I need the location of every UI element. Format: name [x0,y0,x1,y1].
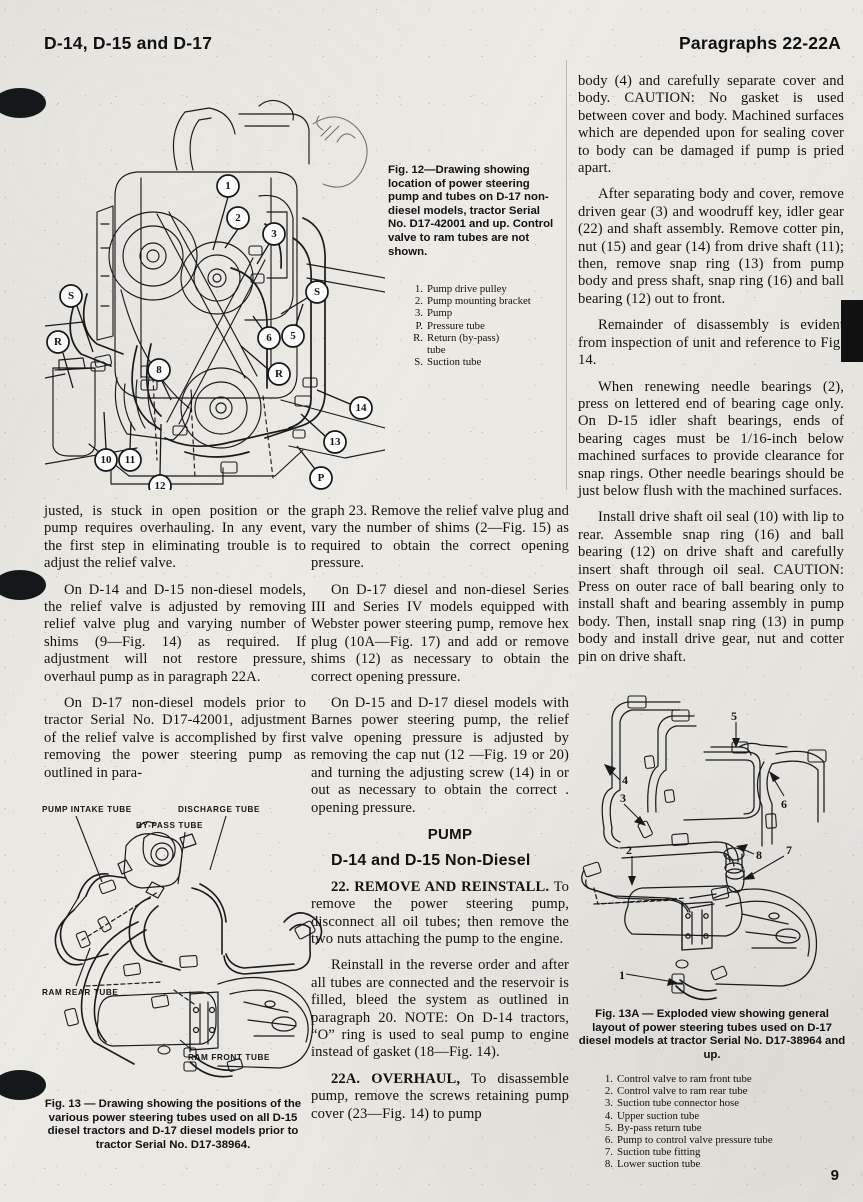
figure-13-drawing: PUMP INTAKE TUBE DISCHARGE TUBE BY-PASS … [40,798,330,1088]
paragraph-number-22a: 22A. OVERHAUL, [331,1070,461,1087]
paragraph-number-22: 22. REMOVE AND REINSTALL. [331,878,550,895]
figure-13a-callout-3: 3 [620,791,626,805]
figure-13-label-by-pass: BY-PASS TUBE [136,821,203,830]
page-title-left: D-14, D-15 and D-17 [44,33,213,53]
paragraph: 22. REMOVE AND REINSTALL. To remove the … [311,878,569,947]
column-divider [566,60,567,490]
svg-text:10: 10 [101,454,113,466]
sub-heading-models: D-14 and D-15 Non-Diesel [331,852,531,870]
figure-13a-legend: 1.Control valve to ram front tube 2.Cont… [598,1073,848,1171]
paragraph: Install drive shaft oil seal (10) with l… [578,509,844,665]
svg-text:5: 5 [290,330,296,342]
paragraph: On D-15 and D-17 diesel models with Barn… [311,695,569,816]
figure-13a-callout-8: 8 [756,848,762,862]
figure-13a-callout-4: 4 [622,773,628,787]
list-item: 1.Pump drive pulley [414,283,507,295]
paragraph: justed, is stuck in open position or the… [44,503,306,572]
figure-13a-callout-2: 2 [626,843,632,857]
page-title-right: Paragraphs 22-22A [679,33,841,53]
figure-13a-callout-1: 1 [619,968,625,982]
svg-text:S: S [68,290,74,302]
figure-13a-caption: Fig. 13A — Exploded view showing general… [578,1008,846,1061]
paragraph: body (4) and carefully separate cover an… [578,73,844,177]
column-left: justed, is stuck in open position or the… [44,503,306,791]
figure-13-label-ram-front: RAM FRONT TUBE [188,1053,270,1062]
list-item: P.Pressure tube [415,319,485,332]
figure-13-label-discharge: DISCHARGE TUBE [178,805,260,814]
scan-edge-mark [841,300,863,362]
paragraph: 22A. OVERHAUL, To disassemble pump, remo… [311,1070,569,1122]
paragraph: On D-17 diesel and non-diesel Series III… [311,581,569,685]
figure-13-label-ram-rear: RAM REAR TUBE [42,988,118,997]
svg-text:R: R [54,336,63,348]
binder-shadow-middle [0,570,46,600]
section-heading-pump: PUMP [427,825,473,843]
svg-text:P: P [318,472,325,484]
list-item: 3.Suction tube connector hose [604,1097,740,1110]
column-right: body (4) and carefully separate cover an… [578,73,844,675]
figure-13a-callout-7: 7 [786,843,792,857]
svg-text:2: 2 [235,212,241,224]
paragraph: Remainder of disassembly is evident from… [578,317,844,369]
svg-text:S: S [314,286,320,298]
svg-text:6: 6 [266,332,272,344]
list-item: 7.Suction tube fitting [604,1146,701,1159]
figure-13-label-pump-intake: PUMP INTAKE TUBE [42,805,132,814]
figure-12-legend: 1.Pump drive pulley 2.Pump mounting brac… [408,283,563,368]
list-item: tube [427,344,446,357]
svg-text:12: 12 [155,480,167,490]
figure-13a-drawing: 5 4 3 6 2 8 7 1 [576,692,862,1002]
list-item: 8.Lower suction tube [604,1158,701,1171]
figure-13a-callout-5: 5 [731,709,737,723]
list-item: 3.Pump [414,307,453,320]
list-item: 2.Pump mounting bracket [414,295,531,308]
list-item: 1.Control valve to ram front tube [604,1073,752,1085]
list-item: 2.Control valve to ram rear tube [604,1085,748,1098]
paragraph: After separating body and cover, remove … [578,186,844,307]
paragraph: On D-14 and D-15 non-diesel models, the … [44,581,306,685]
page-number: 9 [830,1167,839,1184]
svg-text:8: 8 [156,364,162,376]
list-item: 4.Upper suction tube [604,1109,700,1122]
list-item: 6.Pump to control valve pressure tube [604,1134,773,1147]
paragraph: graph 23. Remove the relief valve plug a… [311,503,569,572]
figure-12-drawing: 1 2 3 S S R [45,78,385,490]
figure-12-caption: Fig. 12—Drawing showing location of powe… [388,164,554,258]
binder-shadow-top [0,88,46,118]
svg-text:14: 14 [356,402,368,414]
paragraph: On D-17 non-diesel models prior to tract… [44,695,306,781]
svg-text:3: 3 [271,228,277,240]
figure-13-caption: Fig. 13 — Drawing showing the positions … [44,1098,302,1151]
figure-13a-callout-6: 6 [781,797,787,811]
svg-text:13: 13 [330,436,342,448]
list-item: R.Return (by-pass) [413,331,500,344]
paragraph: When renewing needle bearings (2), press… [578,378,844,499]
paragraph: Reinstall in the reverse order and after… [311,957,569,1061]
list-item: S.Suction tube [414,356,482,369]
column-middle: graph 23. Remove the relief valve plug a… [311,503,569,1132]
list-item: 5.By-pass return tube [604,1121,702,1134]
svg-text:1: 1 [225,180,231,192]
svg-text:11: 11 [125,454,135,466]
binder-shadow-bottom [0,1070,46,1100]
svg-text:R: R [275,368,284,380]
